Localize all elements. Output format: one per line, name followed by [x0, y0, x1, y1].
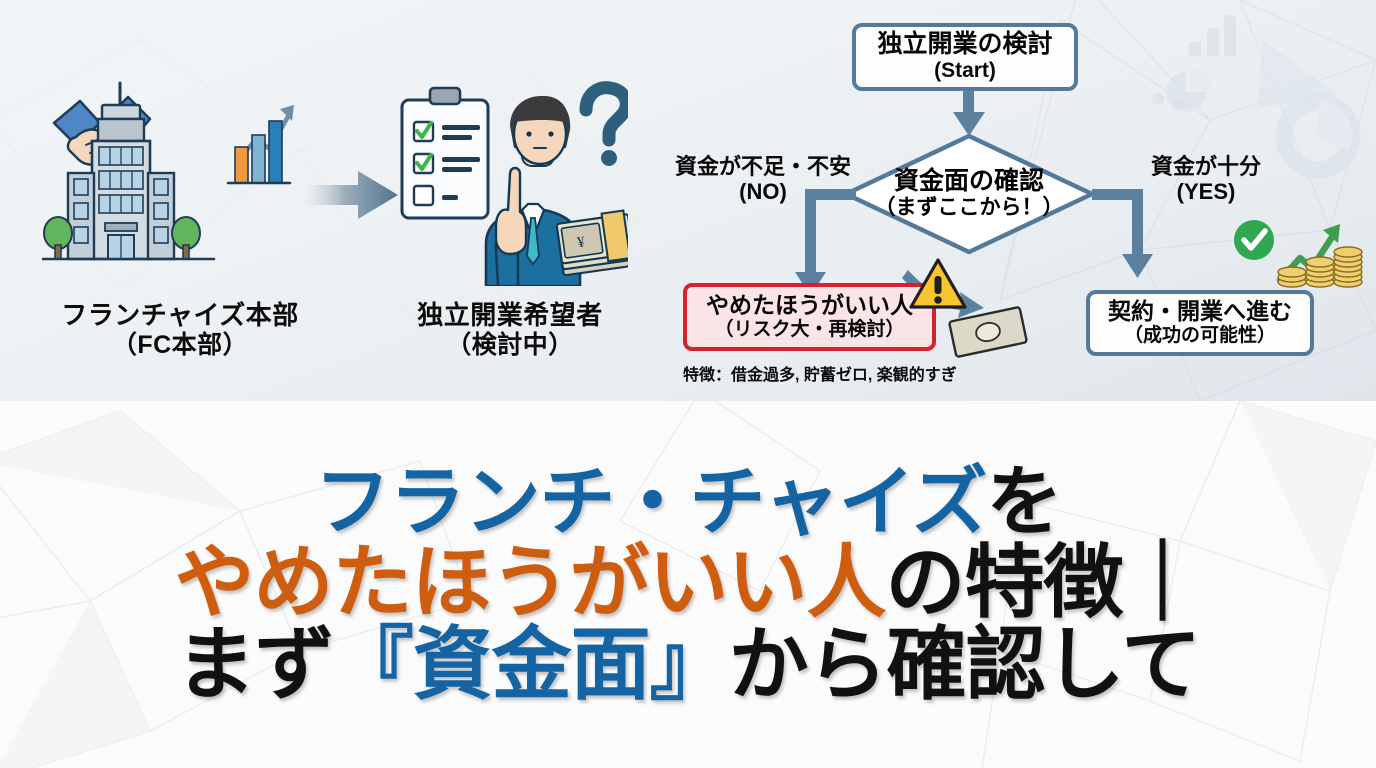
coin-stacks-icon: [1277, 246, 1363, 288]
svg-text:¥: ¥: [576, 234, 586, 251]
title-line-3-black-post: から確認して: [728, 619, 1202, 709]
flowchart-connectors: [795, 88, 1153, 318]
flow-node-start[interactable]: 独立開業の検討 (Start): [852, 23, 1078, 91]
flow-node-start-line1: 独立開業の検討: [877, 30, 1053, 59]
flow-node-outcome-good-line2: （成功の可能性）: [1123, 324, 1276, 346]
flow-branch-label-yes-line2: (YES): [1176, 178, 1236, 204]
falling-money-wrapper: [948, 306, 1028, 358]
flow-note-characteristics: 特徴：借金過多, 貯蓄ゼロ, 楽観的すぎ: [683, 367, 957, 384]
fc-headquarters-caption-line1: フランチャイズ本部: [61, 300, 299, 330]
flow-node-outcome-good[interactable]: 契約・開業へ進む （成功の可能性）: [1086, 290, 1314, 356]
businessman-icon: [484, 96, 582, 288]
title-line-3-black-pre: まず: [175, 619, 335, 709]
title-line-1: フランチ・チャイズを: [315, 464, 1063, 541]
arrow-start-to-decision: [953, 88, 985, 136]
flow-node-outcome-bad-line1: やめたほうがいい人: [706, 292, 913, 319]
title-line-2: やめたほうがいい人の特徴｜: [175, 542, 1203, 623]
independent-candidate-illustration: ¥: [398, 78, 636, 288]
title-line-2-orange: やめたほうがいい人: [174, 537, 887, 627]
main-title: フランチ・チャイズを やめたほうがいい人の特徴｜ まず『資金面』から確認して: [0, 401, 1376, 768]
question-mark-icon: [579, 81, 633, 166]
green-check-icon: [1234, 220, 1274, 260]
independent-candidate-caption-line1: 独立開業希望者: [417, 300, 603, 330]
title-panel: フランチ・チャイズを やめたほうがいい人の特徴｜ まず『資金面』から確認して: [0, 401, 1376, 768]
warning-triangle-icon: [909, 258, 967, 309]
office-building-icon: [40, 81, 216, 261]
fc-headquarters-caption-line2: （FC本部）: [111, 330, 249, 359]
flow-node-start-line2: (Start): [934, 58, 996, 82]
warning-triangle-wrapper: [908, 257, 968, 313]
independent-candidate-caption: 独立開業希望者 （検討中）: [350, 300, 670, 360]
flow-arrow-illustration: [300, 165, 410, 225]
flow-node-outcome-bad[interactable]: やめたほうがいい人 （リスク大・再検討）: [683, 283, 936, 351]
flow-node-outcome-good-line1: 契約・開業へ進む: [1108, 298, 1292, 325]
arrow-decision-yes: [1092, 189, 1153, 278]
flow-branch-label-no-line1: 資金が不足・不安: [674, 154, 851, 179]
falling-money-icon: [948, 306, 1028, 358]
title-line-1-blue: フランチ・チャイズ: [314, 459, 988, 545]
decision-diamond: [843, 133, 1095, 255]
independent-candidate-caption-line2: （検討中）: [446, 330, 574, 359]
growth-chart-icon: [226, 105, 294, 185]
title-line-3: まず『資金面』から確認して: [176, 624, 1202, 705]
low-poly-background: [0, 401, 1376, 768]
title-line-3-blue: 『資金面』: [333, 619, 730, 709]
flow-branch-label-no: 資金が不足・不安 (NO): [668, 154, 858, 204]
right-arrow-icon: [302, 171, 398, 219]
fc-headquarters-caption: フランチャイズ本部 （FC本部）: [10, 300, 350, 360]
title-line-2-black: の特徴｜: [885, 537, 1203, 627]
background-watermark-graphics: [0, 0, 1376, 401]
cash-bundle-icon: ¥: [555, 209, 636, 277]
fc-headquarters-illustration: [40, 75, 322, 285]
arrow-decision-no: [795, 189, 856, 296]
flow-branch-label-yes: 資金が十分 (YES): [1126, 154, 1286, 204]
clipboard-checklist-icon: [400, 86, 490, 220]
top-illustration-panel: フランチャイズ本部 （FC本部）: [0, 0, 1376, 401]
flow-branch-label-yes-line1: 資金が十分: [1150, 154, 1261, 179]
title-line-1-black: を: [986, 459, 1062, 545]
flow-branch-label-no-line2: (NO): [739, 178, 787, 204]
success-icon-cluster: [1228, 218, 1366, 290]
flow-node-outcome-bad-line2: （リスク大・再検討）: [714, 318, 905, 340]
